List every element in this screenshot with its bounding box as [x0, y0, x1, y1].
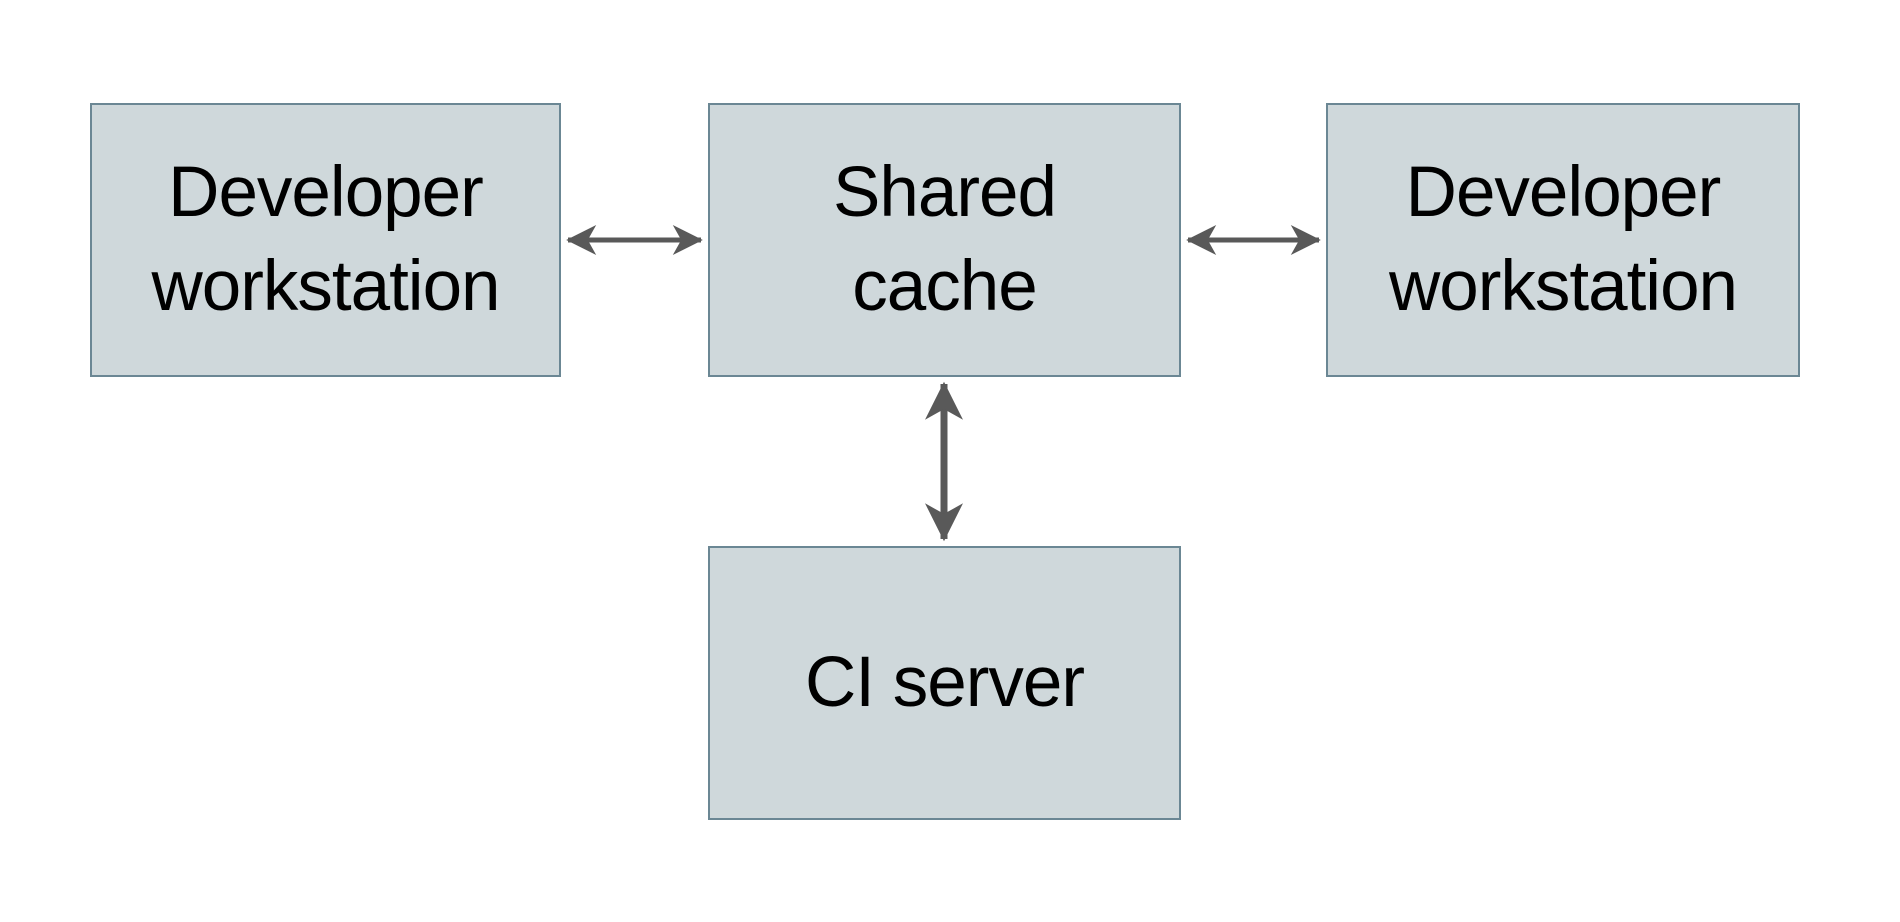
node-shared-cache: Shared cache	[708, 103, 1181, 377]
node-label: Shared cache	[833, 153, 1057, 326]
node-label: Developer workstation	[151, 153, 500, 326]
node-ci-server: CI server	[708, 546, 1181, 820]
node-developer-workstation-left: Developer workstation	[90, 103, 561, 377]
node-developer-workstation-right: Developer workstation	[1326, 103, 1800, 377]
node-label: Developer workstation	[1388, 153, 1738, 326]
node-label: CI server	[805, 643, 1085, 723]
